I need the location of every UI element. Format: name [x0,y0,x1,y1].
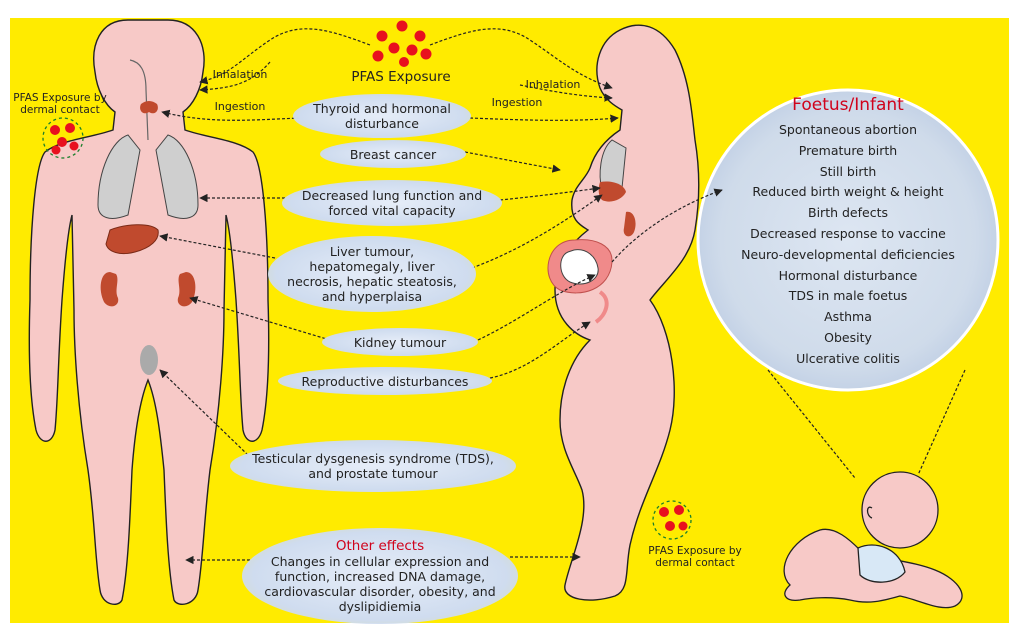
female-ingestion-label: Ingestion [482,96,552,109]
other-effects: Other effects Changes in cellular expres… [242,528,518,624]
foetus-item: TDS in male foetus [728,286,968,307]
male-inhalation-label: Inhalation [205,68,275,81]
male-ingestion-label: Ingestion [205,100,275,113]
pfas-exposure-title: PFAS Exposure [336,69,466,85]
female-inhalation-label: Inhalation [518,78,588,91]
kidney-effect: Kidney tumour [322,328,478,356]
tds-effect: Testicular dysgenesis syndrome (TDS), an… [230,440,516,492]
foetus-item: Reduced birth weight & height [728,182,968,203]
male-thyroid [140,101,158,113]
foetus-item: Asthma [728,307,968,328]
foetus-item: Obesity [728,328,968,349]
foetus-item: Spontaneous abortion [728,120,968,141]
breast-effect: Breast cancer [320,140,466,168]
male-bladder [140,345,158,375]
female-dermal-label: PFAS Exposure by dermal contact [640,545,750,569]
foetus-effects-list: Foetus/Infant Spontaneous abortion Prema… [728,95,968,370]
foetus-item: Birth defects [728,203,968,224]
reproductive-effect: Reproductive disturbances [278,367,492,395]
foetus-title: Foetus/Infant [728,95,968,115]
lung-effect: Decreased lung function and forced vital… [282,180,502,226]
female-dermal-particles [659,505,688,531]
male-dermal-label: PFAS Exposure by dermal contact [10,92,110,116]
foetus-item: Decreased response to vaccine [728,224,968,245]
liver-effect: Liver tumour, hepatomegaly, liver necros… [268,236,476,312]
pfas-particles [373,21,432,68]
female-dermal-ring [653,501,691,539]
baby-head [862,472,938,548]
foetus-item: Premature birth [728,141,968,162]
foetus-item: Neuro-developmental deficiencies [728,245,968,266]
thyroid-effect: Thyroid and hormonal disturbance [293,94,471,138]
foetus-item: Ulcerative colitis [728,349,968,370]
foetus-item: Still birth [728,162,968,183]
baby-figure [784,472,962,608]
other-effects-title: Other effects [336,539,424,554]
foetus-item: Hormonal disturbance [728,266,968,287]
baby-diaper [858,545,905,582]
